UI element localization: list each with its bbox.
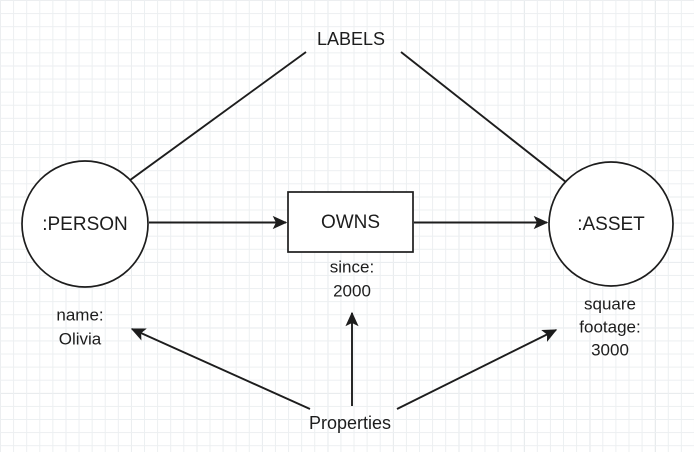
owns-label: OWNS [321,212,380,233]
person-label: :PERSON [42,214,128,235]
asset-property-key-line1: square [584,294,636,313]
asset-property-key-line2: footage: [579,317,640,336]
relationship-owns[interactable]: OWNS [287,191,414,253]
owns-property-key: since: [330,257,374,276]
owns-rectangle[interactable] [287,191,414,253]
asset-property-value: 3000 [591,340,629,359]
owns-property-value: 2000 [333,281,371,300]
person-circle[interactable] [21,160,149,288]
node-asset[interactable]: :ASSET [548,161,674,287]
edge-properties-to-person-props [130,328,311,410]
edge-labels-to-person [98,51,307,203]
properties-caption: Properties [309,413,391,433]
person-property-key: name: [56,305,103,324]
asset-circle[interactable] [548,161,674,287]
annotation-person-properties: name: Olivia [56,305,103,348]
asset-label: :ASSET [577,214,645,235]
edge-labels-to-asset [400,51,591,202]
person-property-value: Olivia [59,329,102,348]
annotation-asset-properties: square footage: 3000 [579,294,640,359]
labels-caption: LABELS [317,29,385,49]
node-person[interactable]: :PERSON [21,160,149,288]
annotation-owns-properties: since: 2000 [330,257,374,300]
edge-properties-to-asset-props [396,329,558,410]
